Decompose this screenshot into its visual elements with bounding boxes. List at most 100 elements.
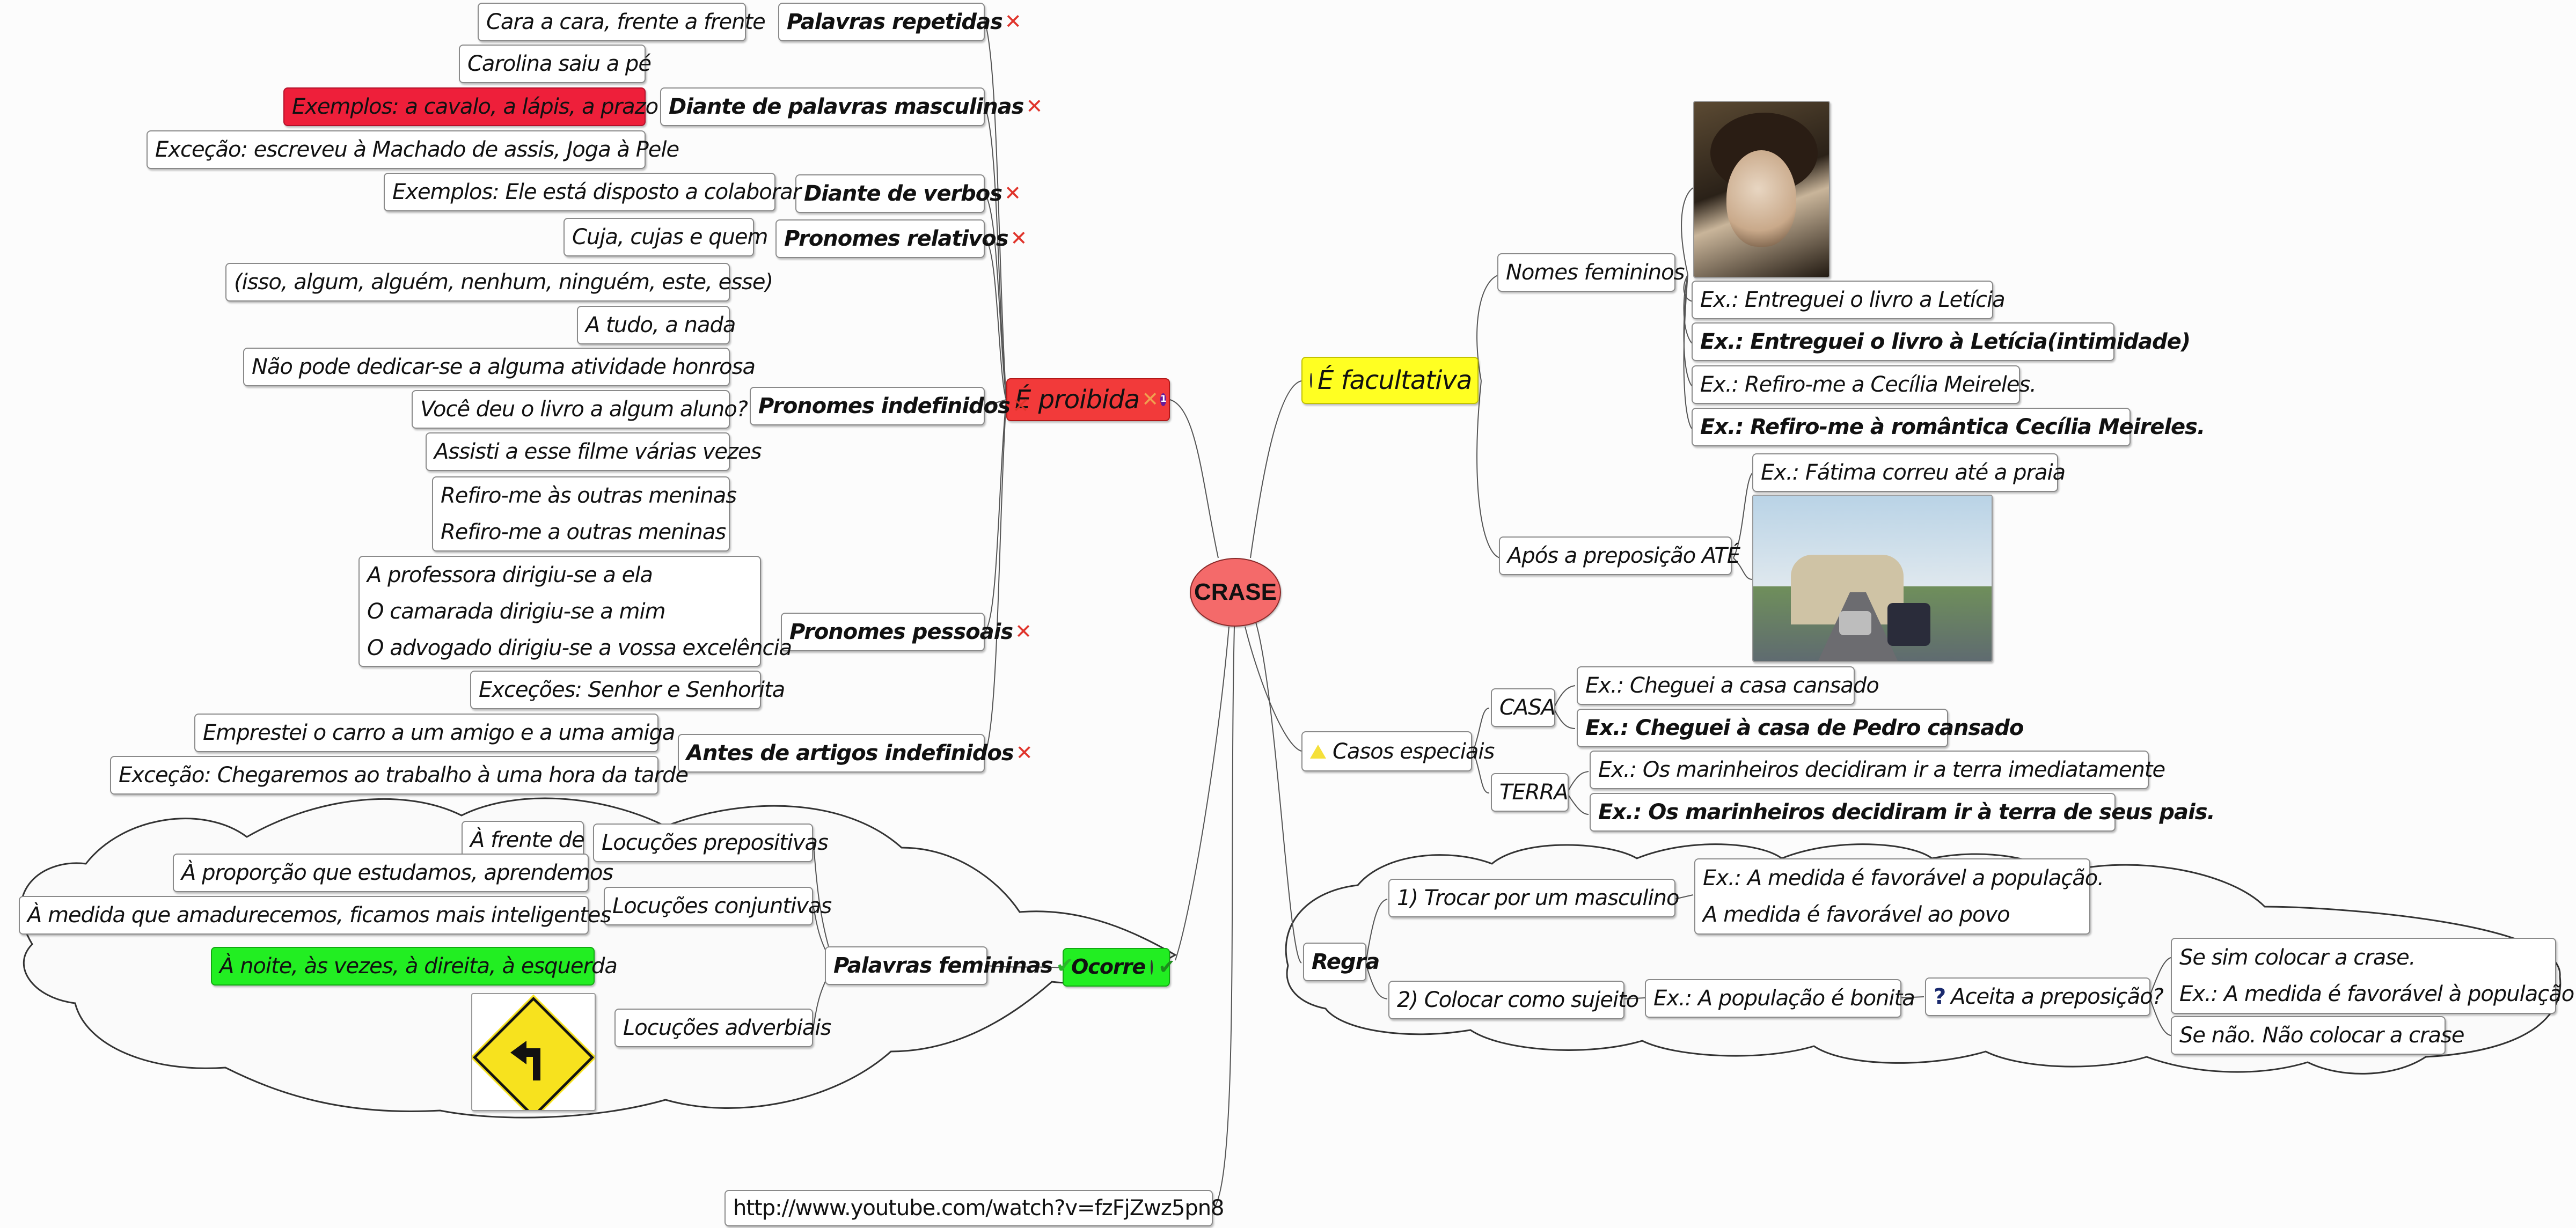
example-text: Exceção: Chegaremos ao trabalho à uma ho… bbox=[119, 763, 689, 788]
warning-icon bbox=[1310, 744, 1326, 759]
question-aceita-preposicao[interactable]: ? Aceita a preposição? bbox=[1925, 977, 2164, 1016]
example-text: Ex.: Os marinheiros decidiram ir à terra… bbox=[1598, 800, 2215, 825]
step-colocar-sujeito[interactable]: 2) Colocar como sujeito bbox=[1388, 981, 1639, 1019]
example-text: À medida que amadurecemos, ficamos mais … bbox=[27, 903, 611, 928]
locucao-conjuntivas[interactable]: Locuções conjuntivas bbox=[604, 887, 832, 925]
example-node[interactable]: Ex.: Cheguei à casa de Pedro cansado bbox=[1577, 709, 2024, 747]
example-node[interactable]: Ex.: Cheguei a casa cansado bbox=[1577, 666, 1879, 705]
exception-node[interactable]: Exceção: escreveu à Machado de assis, Jo… bbox=[147, 130, 679, 169]
topic-label: É facultativa bbox=[1318, 365, 1472, 395]
example-text: Assisti a esse filme várias vezes bbox=[434, 439, 762, 464]
root-node-crase[interactable]: CRASE bbox=[1190, 558, 1281, 627]
x-icon: ✕ bbox=[1026, 94, 1043, 119]
example-text: Exemplos: Ele está disposto a colaborar bbox=[392, 180, 801, 204]
branch-label: TERRA bbox=[1499, 780, 1569, 805]
example-node[interactable]: Você deu o livro a algum aluno? bbox=[412, 390, 748, 429]
branch-antes-artigos-indefinidos[interactable]: Antes de artigos indefinidos✕ bbox=[678, 734, 1033, 773]
example-node-highlighted[interactable]: Exemplos: a cavalo, a lápis, a prazo bbox=[283, 87, 658, 126]
exception-node[interactable]: Exceções: Senhor e Senhorita bbox=[470, 671, 785, 709]
topic-e-facultativa[interactable]: É facultativa bbox=[1301, 357, 1479, 404]
example-node[interactable]: Ex.: Refiro-me a Cecília Meireles. bbox=[1692, 365, 2037, 404]
example-node[interactable]: Não pode dedicar-se a alguma atividade h… bbox=[243, 348, 756, 386]
locucao-adverbiais[interactable]: Locuções adverbiais bbox=[614, 1009, 831, 1047]
example-node-multiline[interactable]: Refiro-me às outras meninas Refiro-me a … bbox=[432, 476, 737, 552]
example-text: Ex.: Entreguei o livro à Letícia(intimid… bbox=[1700, 329, 2191, 354]
check-icon: ✔ bbox=[1158, 955, 1175, 979]
example-text: Ex.: Refiro-me à romântica Cecília Meire… bbox=[1700, 415, 2205, 439]
clock-icon bbox=[1151, 960, 1153, 975]
example-text: Cuja, cujas e quem bbox=[572, 225, 768, 249]
branch-diante-masculinas[interactable]: Diante de palavras masculinas✕ bbox=[660, 87, 1043, 126]
branch-pronomes-pessoais[interactable]: Pronomes pessoais✕ bbox=[781, 613, 1032, 651]
branch-label: Palavras femininas bbox=[833, 953, 1053, 978]
answer-yes-node[interactable]: Se sim colocar a crase. Ex.: A medida é … bbox=[2171, 938, 2574, 1014]
branch-label: Palavras repetidas bbox=[787, 10, 1003, 34]
branch-pronomes-relativos[interactable]: Pronomes relativos✕ bbox=[775, 219, 1027, 258]
example-node[interactable]: Cuja, cujas e quem bbox=[564, 218, 768, 256]
example-node[interactable]: Ex.: Refiro-me à romântica Cecília Meire… bbox=[1692, 408, 2205, 446]
example-text: Exemplos: a cavalo, a lápis, a prazo bbox=[292, 94, 658, 119]
example-node-multiline[interactable]: A professora dirigiu-se a ela O camarada… bbox=[358, 556, 792, 667]
x-icon: ✕ bbox=[1012, 394, 1029, 418]
example-node[interactable]: (isso, algum, alguém, nenhum, ninguém, e… bbox=[225, 263, 773, 302]
example-node-multiline[interactable]: Ex.: A medida é favorável a população. A… bbox=[1694, 858, 2104, 935]
topic-e-proibida[interactable]: É proibida ✕ 1 bbox=[1006, 378, 1170, 421]
example-node[interactable]: Ex.: Fátima correu até a praia bbox=[1752, 453, 2066, 492]
example-node-highlighted[interactable]: À noite, às vezes, à direita, à esquerda bbox=[211, 947, 618, 986]
branch-diante-verbos[interactable]: Diante de verbos✕ bbox=[795, 174, 1021, 213]
topic-casos-especiais[interactable]: Casos especiais bbox=[1301, 731, 1495, 771]
example-node[interactable]: Ex.: A população é bonita bbox=[1645, 979, 1915, 1018]
example-text: Refiro-me às outras meninas bbox=[441, 483, 737, 508]
answer-no-node[interactable]: Se não. Não colocar a crase bbox=[2171, 1016, 2464, 1055]
example-node[interactable]: Ex.: Os marinheiros decidiram ir à terra… bbox=[1590, 793, 2215, 832]
example-node[interactable]: Ex.: Entreguei o livro à Letícia(intimid… bbox=[1692, 322, 2191, 361]
example-text: Refiro-me a outras meninas bbox=[441, 520, 726, 545]
branch-label: Antes de artigos indefinidos bbox=[686, 741, 1014, 766]
example-text: A tudo, a nada bbox=[586, 313, 736, 337]
branch-terra[interactable]: TERRA bbox=[1491, 773, 1569, 812]
example-text: Não pode dedicar-se a alguma atividade h… bbox=[252, 355, 756, 379]
example-node[interactable]: Cara a cara, frente a frente bbox=[478, 3, 766, 41]
x-icon: ✕ bbox=[1004, 181, 1021, 205]
exception-node[interactable]: Exceção: Chegaremos ao trabalho à uma ho… bbox=[110, 756, 689, 795]
example-text: O advogado dirigiu-se a vossa excelência bbox=[367, 635, 792, 660]
example-node[interactable]: Ex.: Os marinheiros decidiram ir a terra… bbox=[1590, 751, 2165, 789]
example-text: Emprestei o carro a um amigo e a uma ami… bbox=[203, 720, 675, 745]
example-node[interactable]: À medida que amadurecemos, ficamos mais … bbox=[19, 896, 611, 935]
example-text: Ex.: A medida é favorável à população bbox=[2179, 982, 2574, 1006]
example-text: À proporção que estudamos, aprendemos bbox=[181, 861, 613, 885]
example-text: Você deu o livro a algum aluno? bbox=[420, 397, 748, 422]
topic-label: Casos especiais bbox=[1333, 739, 1495, 764]
locucao-prepositivas[interactable]: Locuções prepositivas bbox=[593, 823, 829, 862]
portrait-photo bbox=[1693, 101, 1830, 278]
example-node[interactable]: Ex.: Entreguei o livro a Letícia bbox=[1692, 281, 2006, 319]
branch-palavras-femininas[interactable]: Palavras femininas ✔ bbox=[825, 946, 1074, 985]
topic-regra[interactable]: Regra bbox=[1303, 943, 1380, 981]
branch-label: Diante de palavras masculinas bbox=[669, 94, 1024, 119]
example-text: Ex.: A medida é favorável a população. bbox=[1703, 866, 2104, 891]
branch-label: Pronomes indefinidos bbox=[758, 394, 1011, 418]
example-text: Ex.: Cheguei a casa cansado bbox=[1585, 673, 1879, 698]
example-node[interactable]: Exemplos: Ele está disposto a colaborar bbox=[384, 173, 801, 211]
branch-palavras-repetidas[interactable]: Palavras repetidas✕ bbox=[778, 3, 1022, 41]
x-icon: ✕ bbox=[1004, 10, 1022, 34]
topic-ocorre[interactable]: Ocorre ✔ bbox=[1063, 948, 1175, 987]
beach-gate-photo bbox=[1752, 495, 1993, 662]
x-icon: ✕ bbox=[1141, 387, 1159, 411]
example-node[interactable]: A tudo, a nada bbox=[577, 306, 736, 344]
example-node[interactable]: Assisti a esse filme várias vezes bbox=[426, 432, 762, 471]
left-turn-sign-image bbox=[471, 993, 596, 1111]
step-trocar-masculino[interactable]: 1) Trocar por um masculino bbox=[1388, 879, 1679, 917]
example-node[interactable]: À frente de bbox=[462, 821, 585, 859]
youtube-link[interactable]: http://www.youtube.com/watch?v=fzFjZwz5p… bbox=[724, 1190, 1225, 1226]
example-node[interactable]: Emprestei o carro a um amigo e a uma ami… bbox=[194, 714, 675, 752]
branch-label: 1) Trocar por um masculino bbox=[1397, 886, 1679, 910]
link-text: http://www.youtube.com/watch?v=fzFjZwz5p… bbox=[733, 1196, 1225, 1220]
example-text: Exceções: Senhor e Senhorita bbox=[479, 678, 785, 702]
example-node[interactable]: À proporção que estudamos, aprendemos bbox=[173, 854, 613, 892]
branch-casa[interactable]: CASA bbox=[1491, 688, 1556, 727]
branch-pronomes-indefinidos[interactable]: Pronomes indefinidos✕ bbox=[750, 387, 1029, 425]
branch-apos-ate[interactable]: Após a preposição ATÉ bbox=[1499, 536, 1740, 575]
example-node[interactable]: Carolina saiu a pé bbox=[459, 45, 652, 83]
branch-nomes-femininos[interactable]: Nomes femininos bbox=[1497, 253, 1685, 292]
